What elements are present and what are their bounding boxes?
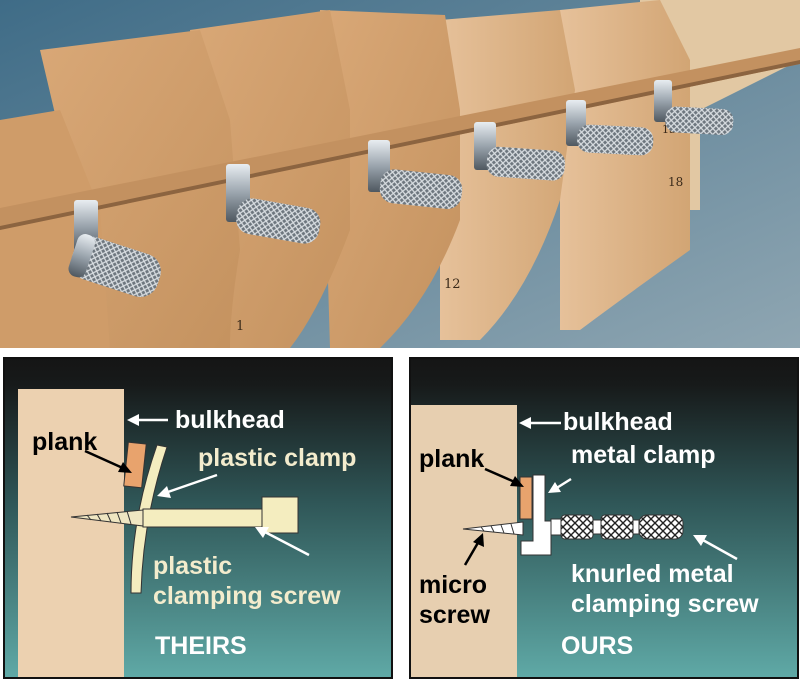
- ours-caption: OURS: [561, 632, 634, 660]
- bulkhead-number: 12: [444, 277, 461, 292]
- screw-thread-lines: [86, 510, 132, 525]
- model-ship-hull-photo: 12 18 13 1: [0, 0, 800, 348]
- metal-clamp-label: metal clamp: [571, 441, 716, 469]
- ours-diagram: [411, 359, 797, 677]
- plastic-screw-label-line2: clamping screw: [153, 582, 341, 610]
- plastic-screw-shaft: [142, 508, 264, 528]
- screw-arrow-head: [255, 527, 269, 538]
- screw-arrow: [262, 529, 310, 557]
- clamp-arrow: [164, 473, 218, 495]
- plank-shape: [123, 441, 147, 489]
- plank-arrow-head: [118, 462, 132, 473]
- plank-shape: [519, 476, 533, 520]
- clamp-arrow-head: [548, 482, 561, 493]
- plank-strip-edge: [0, 60, 800, 230]
- knurled-screw-section: [600, 514, 634, 540]
- photo-clamp: [566, 100, 654, 156]
- photo-clamp: [226, 164, 321, 244]
- plank-arrow: [484, 467, 518, 485]
- bulkhead-shape: [18, 389, 124, 677]
- knurled-screw-arrow-head: [693, 535, 707, 546]
- bulkhead-number: 18: [668, 175, 683, 189]
- metal-clamp-shape: [520, 474, 552, 556]
- plank-label: plank: [32, 428, 98, 456]
- metal-screw-shaft: [550, 518, 562, 536]
- screw-shaft-gap: [632, 519, 640, 535]
- bulkhead-label: bulkhead: [175, 406, 285, 434]
- micro-screw-label-line1: micro: [419, 571, 488, 599]
- micro-screw-shape: [462, 521, 524, 536]
- plank-arrow: [84, 449, 126, 471]
- theirs-diagram: [5, 359, 391, 677]
- knurled-screw-label-line2: clamping screw: [571, 590, 759, 618]
- micro-screw-label-line2: screw: [419, 601, 490, 629]
- bulkhead-arrow-head: [127, 414, 139, 426]
- photo-clamp: [368, 140, 463, 209]
- plank-label: plank: [419, 445, 485, 473]
- plastic-clamp-shape: [130, 444, 168, 594]
- screw-shaft-gap: [592, 519, 602, 535]
- photo-clamp: [474, 122, 566, 181]
- photo-clamp: [68, 200, 161, 297]
- plastic-screw-label-line1: plastic: [153, 552, 233, 580]
- plank-arrow-head: [510, 476, 524, 487]
- ours-diagram-panel: bulkhead plank metal clamp micro screw k…: [409, 357, 799, 679]
- knurled-screw-section: [638, 514, 684, 540]
- micro-screw-arrow: [463, 540, 481, 566]
- bulkhead-arrow-head: [519, 417, 531, 429]
- micro-screw-arrow-head: [473, 533, 484, 547]
- micro-screw-thread: [480, 523, 515, 535]
- plastic-clamp-label: plastic clamp: [198, 444, 357, 472]
- photo-clamp: [654, 80, 734, 135]
- bulkhead-piece: [0, 110, 110, 348]
- theirs-caption: THEIRS: [155, 632, 247, 660]
- clamp-arrow-head: [157, 486, 171, 498]
- bulkhead-number: 1: [236, 319, 244, 334]
- knurled-screw-section: [560, 514, 594, 540]
- bulkhead-shape: [411, 405, 517, 677]
- knurled-screw-label-line1: knurled metal: [571, 560, 734, 588]
- theirs-diagram-panel: bulkhead plank plastic clamp plastic cla…: [3, 357, 393, 679]
- bulkhead-label: bulkhead: [563, 408, 673, 436]
- knurled-screw-arrow: [700, 537, 738, 561]
